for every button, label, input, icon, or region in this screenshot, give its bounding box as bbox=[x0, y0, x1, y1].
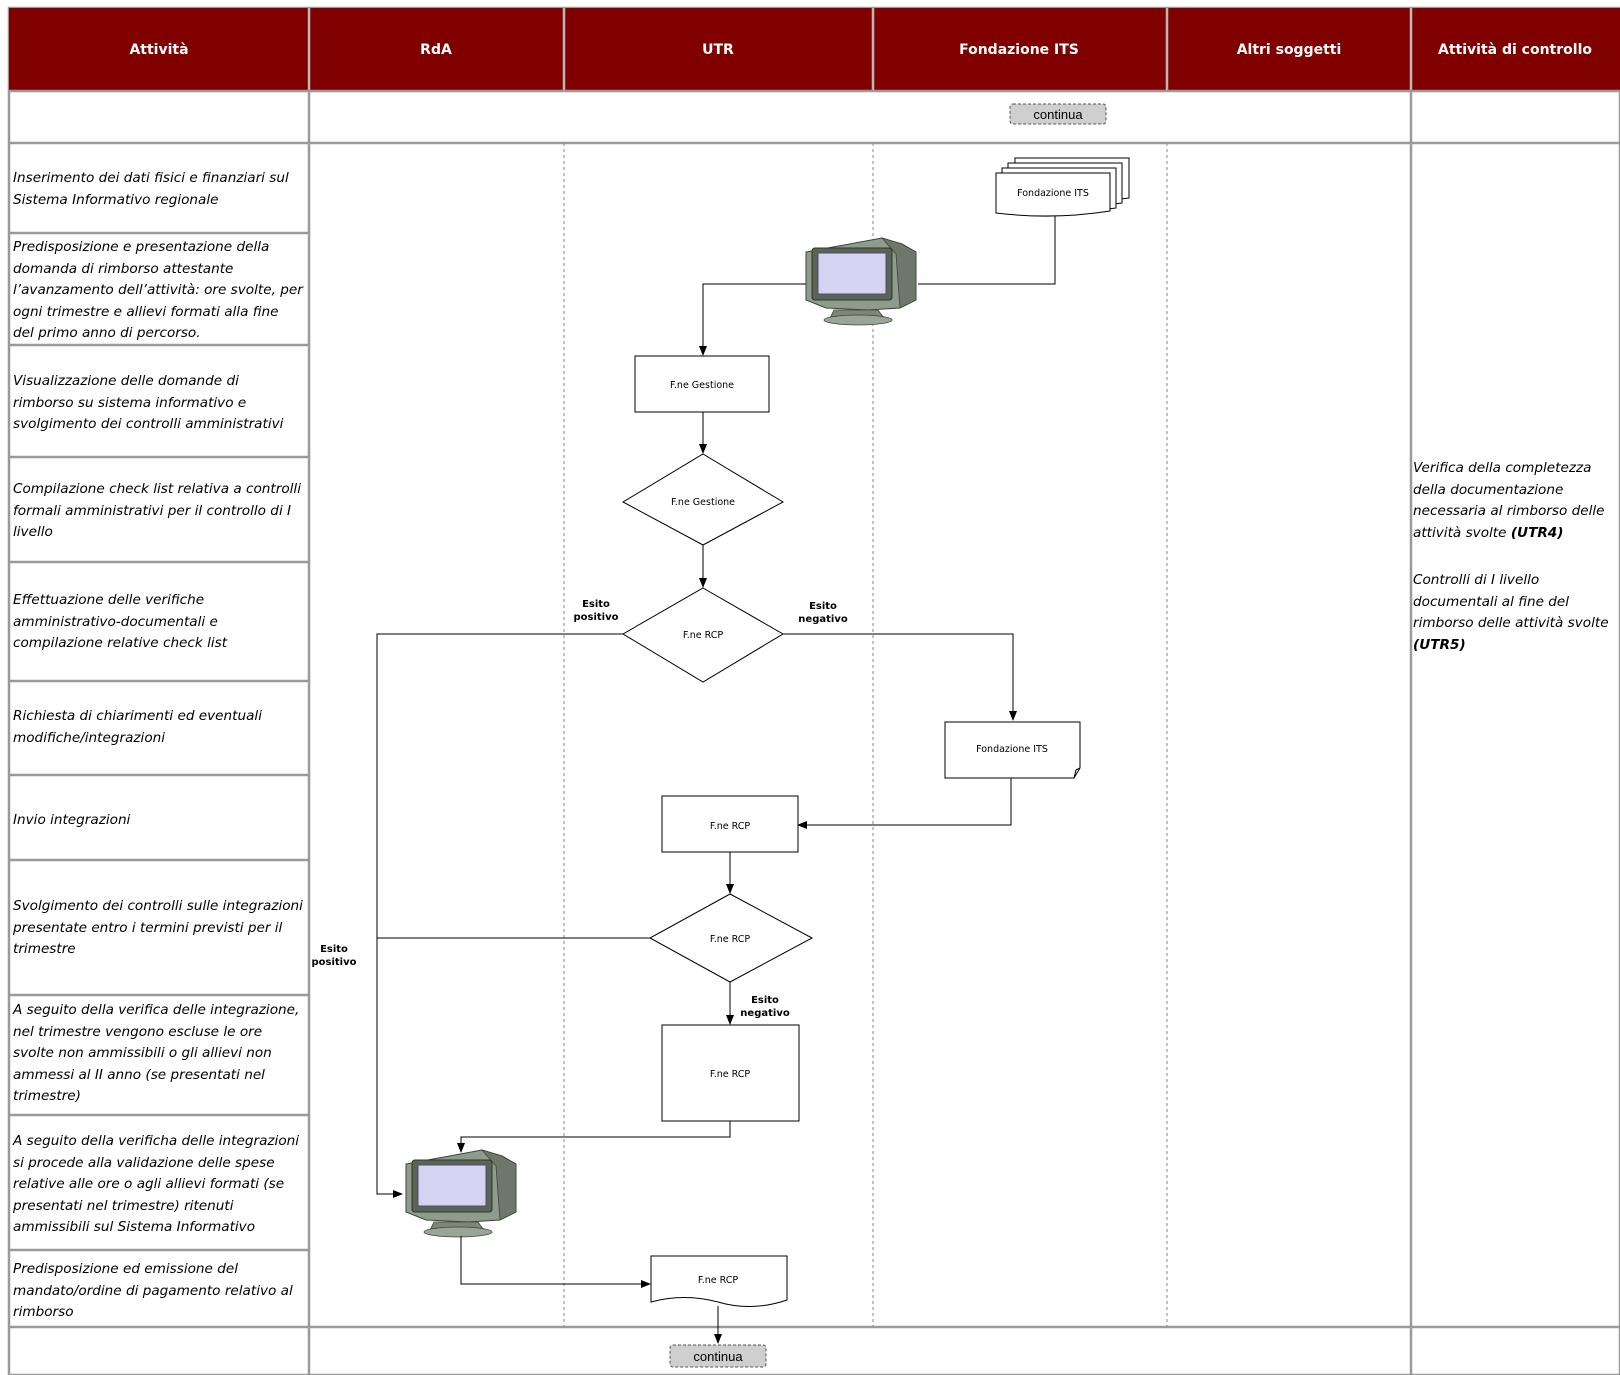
activity-2: Predisposizione e presentazione della do… bbox=[13, 239, 303, 341]
continua-top: continua bbox=[1009, 103, 1107, 125]
control-utr4-code: (UTR4) bbox=[1510, 524, 1564, 541]
header-utr: UTR bbox=[702, 42, 734, 58]
activity-3: Visualizzazione delle domande di rimbors… bbox=[13, 373, 284, 432]
activity-5: Effettuazione delle verifiche amministra… bbox=[13, 592, 228, 651]
process-fne-rcp-1: F.ne RCP bbox=[661, 795, 799, 853]
control-utr5: Controlli di I livello documentali al fi… bbox=[1413, 570, 1613, 656]
svg-text:F.ne RCP: F.ne RCP bbox=[710, 821, 751, 832]
header-rda: RdA bbox=[420, 42, 452, 58]
svg-text:Fondazione ITS: Fondazione ITS bbox=[1017, 188, 1089, 199]
svg-text:continua: continua bbox=[1033, 107, 1083, 122]
header-band bbox=[9, 8, 1620, 91]
svg-text:F.ne RCP: F.ne RCP bbox=[710, 1069, 751, 1080]
activity-7: Invio integrazioni bbox=[13, 812, 131, 828]
process-fne-gestione: F.ne Gestione bbox=[634, 355, 770, 413]
header-attivita-controllo: Attività di controllo bbox=[1438, 42, 1592, 58]
label-esito-positivo-1: Esito positivo bbox=[573, 599, 619, 623]
control-utr4: Verifica della completezza della documen… bbox=[1413, 458, 1613, 544]
doc-fondazione-its: Fondazione ITS bbox=[944, 721, 1081, 779]
activity-4: Compilazione check list relativa a contr… bbox=[13, 481, 301, 540]
svg-text:F.ne RCP: F.ne RCP bbox=[683, 630, 724, 641]
control-utr5-code: (UTR5) bbox=[1413, 636, 1466, 653]
header-fondazione-its: Fondazione ITS bbox=[959, 42, 1079, 58]
label-esito-negativo-2: Esito negativo bbox=[740, 995, 790, 1019]
control-utr4-text: Verifica della completezza della documen… bbox=[1413, 460, 1605, 541]
activity-9: A seguito della verifica delle integrazi… bbox=[13, 1002, 300, 1104]
header-altri-soggetti: Altri soggetti bbox=[1237, 42, 1342, 58]
svg-text:F.ne Gestione: F.ne Gestione bbox=[670, 380, 734, 391]
svg-text:F.ne RCP: F.ne RCP bbox=[710, 934, 751, 945]
doc-stack-fondazione: Fondazione ITS bbox=[995, 157, 1130, 217]
activity-11: Predisposizione ed emissione del mandato… bbox=[13, 1261, 293, 1320]
continua-bottom: continua bbox=[669, 1344, 767, 1368]
activity-8: Svolgimento dei controlli sulle integraz… bbox=[13, 898, 303, 957]
activity-10: A seguito della verificha delle integraz… bbox=[13, 1133, 300, 1235]
activity-1: Inserimento dei dati fisici e finanziari… bbox=[13, 170, 289, 208]
svg-text:F.ne RCP: F.ne RCP bbox=[698, 1275, 739, 1286]
process-fne-rcp-2: F.ne RCP bbox=[661, 1024, 800, 1122]
svg-text:continua: continua bbox=[693, 1349, 743, 1364]
doc-fne-rcp: F.ne RCP bbox=[650, 1255, 788, 1308]
label-esito-positivo-2: Esito positivo bbox=[311, 944, 357, 968]
control-utr5-text: Controlli di I livello documentali al fi… bbox=[1413, 572, 1609, 631]
label-esito-negativo-1: Esito negativo bbox=[798, 601, 848, 625]
svg-text:Fondazione ITS: Fondazione ITS bbox=[976, 744, 1048, 755]
decision-fne-rcp-1: F.ne RCP bbox=[622, 587, 784, 683]
activity-6: Richiesta di chiarimenti ed eventuali mo… bbox=[13, 708, 262, 746]
header-attivita: Attività bbox=[129, 42, 188, 58]
svg-text:F.ne Gestione: F.ne Gestione bbox=[671, 497, 735, 508]
